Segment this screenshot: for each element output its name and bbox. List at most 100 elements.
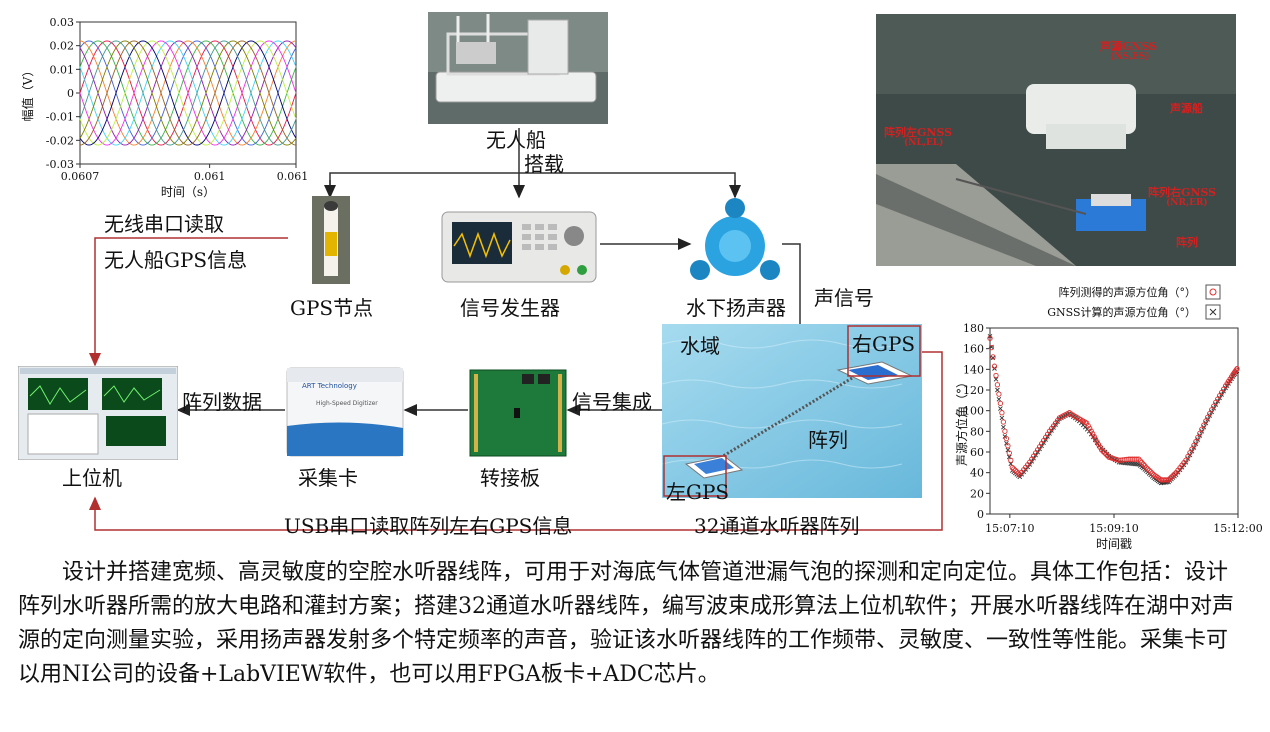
azimuth-point-array (1128, 456, 1134, 462)
azimuth-point-array (1014, 469, 1020, 475)
azimuth-point-array (1000, 419, 1007, 425)
azimuth-point-array (1090, 431, 1096, 437)
azimuth-point-array (1002, 428, 1008, 434)
gps-node-image (312, 196, 350, 284)
azimuth-ytick-label: 80 (970, 425, 984, 438)
azimuth-point-array (1195, 434, 1201, 441)
daq-brand-text: ART Technology (302, 382, 357, 390)
azimuth-xtick-label: 15:09:10 (1089, 522, 1138, 535)
azimuth-point-array (1084, 420, 1090, 426)
photo-source-boat: 声源船 (1170, 102, 1203, 115)
photo-array-left-sub: (NL,EL) (904, 138, 944, 148)
azimuth-point-array (1015, 470, 1021, 476)
azimuth-point-array (1234, 366, 1240, 372)
azimuth-point-array (1137, 458, 1143, 464)
left-gps-label: 左GPS (666, 480, 730, 504)
description-paragraph: 设计并搭建宽频、高灵敏度的空腔水听器线阵，可用于对海底气体管道泄漏气泡的探测和定… (18, 560, 1234, 687)
gps-node-label: GPS节点 (290, 296, 374, 320)
wave-ytick-label: -0.01 (46, 111, 74, 124)
azimuth-legend-marker-1 (1209, 308, 1217, 316)
azimuth-ytick-label: 40 (970, 467, 984, 480)
azimuth-point-array (1164, 477, 1170, 483)
wave-ytick-label: 0.02 (50, 40, 75, 53)
azimuth-point-gnss (993, 376, 999, 382)
host-label: 上位机 (62, 466, 122, 490)
azimuth-point-array (1146, 467, 1152, 474)
azimuth-point-array (1140, 461, 1146, 467)
azimuth-ytick-label: 180 (963, 322, 984, 335)
azimuth-point-array (1092, 436, 1099, 442)
azimuth-point-array (1116, 457, 1122, 463)
adapter-board-image (469, 369, 567, 457)
azimuth-legend-box-0 (1205, 284, 1221, 300)
azimuth-point-array (1006, 450, 1012, 456)
azimuth-point-array (1170, 472, 1176, 479)
daq-sub-text: High-Speed Digitizer (316, 400, 378, 407)
azimuth-ytick-label: 100 (963, 405, 984, 418)
azimuth-point-array (999, 410, 1005, 416)
photo-source-gnss-sub: (NS,ES) (1110, 52, 1150, 62)
azimuth-ytick-label: 0 (977, 508, 984, 521)
photo-array-left-gnss: 阵列左GNSS (884, 126, 953, 139)
azimuth-legend-label-1: GNSS计算的声源方位角（°） (1047, 305, 1196, 319)
signal-generator-label: 信号发生器 (460, 296, 560, 320)
boat-gps-info-label: 无人船GPS信息 (104, 248, 248, 272)
boat-label: 无人船 (486, 128, 546, 152)
hydrophone-array-label: 32通道水听器阵列 (694, 514, 860, 538)
azimuth-point-gnss (998, 406, 1003, 411)
wave-ytick-label: 0 (67, 87, 74, 100)
daq-card-image (286, 367, 404, 457)
usb-gps-line (89, 351, 943, 531)
azimuth-xtick-label: 15:07:10 (985, 522, 1034, 535)
wave-series-11 (79, 40, 297, 146)
wave-xtick-label: 0.0607 (61, 170, 100, 183)
azimuth-point-array (1098, 447, 1105, 453)
azimuth-point-gnss (1005, 447, 1011, 453)
azimuth-point-array (1085, 423, 1091, 429)
azimuth-point-array (996, 391, 1002, 397)
azimuth-legend-label-0: 阵列测得的声源方位角（°） (1059, 285, 1197, 299)
azimuth-point-array (997, 400, 1004, 407)
boat-photo (428, 12, 608, 124)
photo-source-gnss: 声源GNSS (1100, 40, 1158, 53)
adapter-label: 转接板 (480, 466, 540, 490)
water-area (662, 324, 922, 498)
lake-photo (876, 14, 1236, 266)
azimuth-point-array (1171, 471, 1178, 477)
azimuth-point-array (987, 335, 993, 341)
azimuth-point-array (993, 372, 999, 379)
azimuth-ytick-label: 160 (963, 343, 984, 356)
wave-xaxis-label: 时间（s） (161, 185, 215, 199)
azimuth-point-array (1011, 466, 1017, 472)
azimuth-point-array (991, 363, 998, 369)
azimuth-point-gnss (1004, 440, 1009, 446)
wave-ytick-label: -0.03 (46, 158, 74, 171)
azimuth-point-array (1165, 477, 1172, 483)
azimuth-point-gnss (996, 396, 1002, 402)
hydrophone-line (709, 370, 863, 466)
azimuth-ytick-label: 60 (970, 446, 984, 459)
azimuth-ytick-label: 140 (963, 363, 984, 376)
azimuth-ytick-label: 20 (970, 487, 984, 500)
usb-read-label: USB串口读取阵列左右GPS信息 (284, 514, 573, 538)
azimuth-point-array (1201, 422, 1207, 428)
azimuth-point-array (1094, 439, 1100, 445)
azimuth-xaxis-label: 时间戳 (1096, 537, 1132, 551)
azimuth-point-array (1103, 451, 1109, 457)
wave-xtick-label: 0.0612 (277, 170, 308, 183)
mount-label: 搭载 (524, 152, 564, 176)
azimuth-point-array (1199, 426, 1205, 432)
azimuth-xtick-label: 15:12:00 (1213, 522, 1262, 535)
azimuth-point-array (1097, 444, 1103, 450)
azimuth-point-array (990, 354, 996, 360)
azimuth-point-array (1003, 435, 1010, 442)
azimuth-point-array (988, 344, 995, 351)
photo-array-right-gnss: 阵列右GNSS (1148, 186, 1217, 199)
wave-ytick-label: 0.01 (50, 63, 75, 76)
azimuth-point-array (1148, 469, 1154, 475)
wave-yaxis-label: 幅值（V） (20, 65, 35, 122)
right-gps-label: 右GPS (852, 332, 916, 356)
signal-integration-label: 信号集成 (572, 390, 652, 414)
azimuth-point-array (1012, 467, 1018, 474)
